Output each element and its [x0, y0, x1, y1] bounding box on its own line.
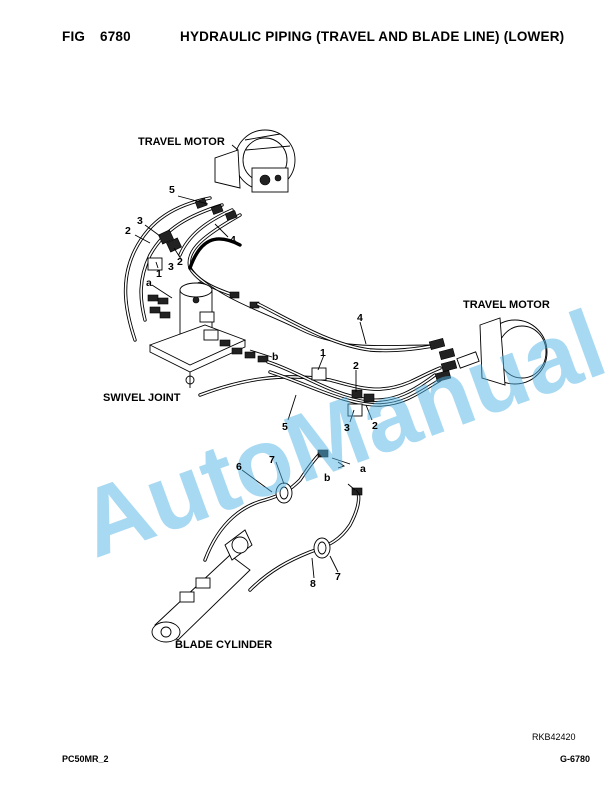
callout-2-upper: 2 [125, 225, 131, 237]
callout-3-upper-b: 3 [168, 261, 174, 273]
label-travel-motor-right: TRAVEL MOTOR [463, 299, 550, 311]
swivel-fittings [147, 291, 269, 363]
callout-3-upper: 3 [137, 215, 143, 227]
leader-lines [134, 144, 373, 579]
callout-3-lower: 3 [344, 422, 350, 434]
callout-7-lower: 7 [335, 571, 341, 583]
callout-2-upper-b: 2 [177, 256, 183, 268]
blade-hoses [203, 449, 363, 592]
callout-b-mid: b [272, 351, 278, 363]
callout-4-upper: 4 [230, 234, 236, 246]
callout-5-lower: 5 [282, 421, 288, 433]
right-travel-motor [428, 317, 548, 386]
callout-a-upper: a [146, 277, 152, 289]
callout-8: 8 [310, 578, 316, 590]
label-blade-cylinder: BLADE CYLINDER [175, 639, 272, 651]
swivel-joint [148, 281, 247, 388]
callout-7-upper: 7 [269, 454, 275, 466]
label-travel-motor-upper: TRAVEL MOTOR [138, 136, 225, 148]
callout-5-upper: 5 [169, 184, 175, 196]
page-number: G-6780 [560, 754, 591, 764]
figure-title: HYDRAULIC PIPING (TRAVEL AND BLADE LINE)… [180, 29, 565, 44]
upper-travel-motor [214, 129, 296, 193]
reference-code: RKB42420 [532, 732, 576, 742]
callout-2-mid: 2 [353, 360, 359, 372]
model-code: PC50MR_2 [62, 754, 109, 764]
callout-a-blade: a [360, 463, 366, 475]
callout-2-lower: 2 [372, 420, 378, 432]
watermark: AutoManual [66, 290, 612, 578]
callout-6: 6 [236, 461, 242, 473]
long-hoses [188, 237, 442, 417]
figure-label: FIG [62, 29, 86, 44]
callout-4-right: 4 [357, 312, 363, 324]
figure-number: 6780 [100, 29, 131, 44]
callout-1-mid: 1 [320, 347, 326, 359]
label-swivel-joint: SWIVEL JOINT [103, 392, 181, 404]
callout-1-upper: 1 [156, 268, 162, 280]
callout-b-blade: b [324, 472, 330, 484]
blade-cylinder [151, 529, 253, 643]
